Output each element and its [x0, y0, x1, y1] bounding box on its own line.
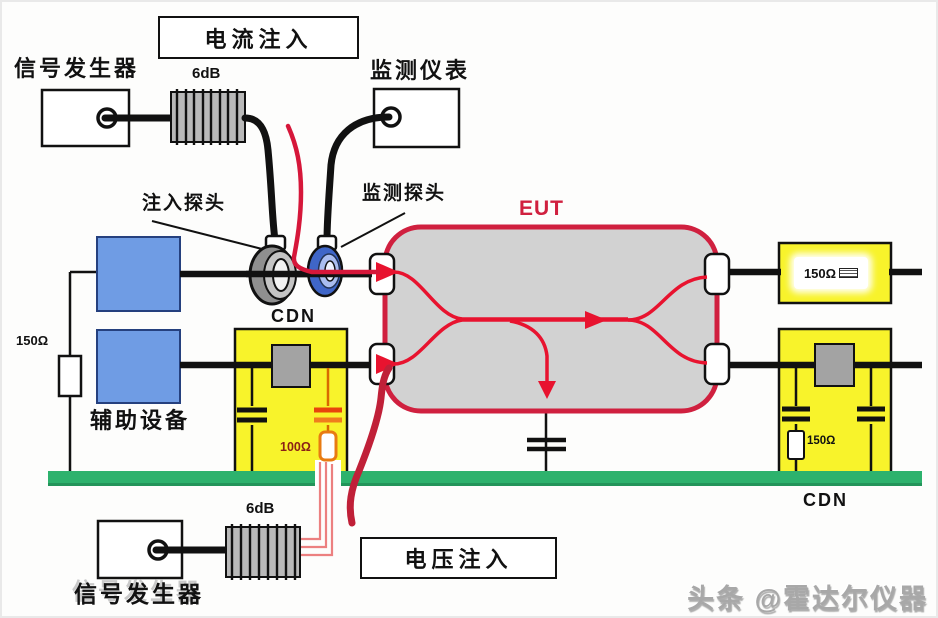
injection-probe-label: 注入探头	[142, 193, 227, 214]
cable-to-monitor-probe	[323, 113, 393, 244]
eut-path-out-top	[627, 275, 708, 322]
cdn-middle-capacitor	[237, 407, 267, 423]
cdn-right-resistor-150	[787, 430, 805, 460]
monitoring-instrument-label: 监测仪表	[370, 58, 471, 83]
eut-port-right-bottom	[703, 342, 731, 386]
arrow-down	[538, 381, 556, 399]
eut-ground-capacitor	[527, 437, 566, 452]
attenuator-top	[170, 91, 246, 143]
signal-generator-bottom-label: 信号发生器	[74, 581, 204, 607]
eut-path-in-bottom	[393, 318, 463, 366]
pink-wire-1	[300, 462, 322, 541]
monitoring-probe-label: 监测探头	[362, 183, 447, 204]
aux-equipment-box-top	[96, 236, 181, 312]
ground-plane	[48, 471, 922, 486]
monitor-probe-pointer	[340, 212, 406, 248]
voltage-injection-wires	[300, 462, 334, 557]
eut-path-down	[509, 319, 549, 384]
current-injection-signal-path	[285, 123, 381, 275]
eut-port-right-top	[703, 252, 731, 296]
signal-generator-top-label: 信号发生器	[14, 56, 140, 81]
arrow-port-top	[376, 262, 399, 282]
current-injection-title: 电流注入	[204, 26, 313, 52]
arrow-center	[585, 311, 607, 329]
eut-path-in-top	[393, 270, 463, 321]
cable-to-injection-probe	[241, 114, 279, 244]
current-injection-title-box: 电流注入	[158, 16, 359, 59]
cdn-right-choke	[814, 343, 855, 387]
attenuator-bottom	[225, 526, 301, 578]
attenuator-bottom-stripes	[230, 524, 297, 580]
attenuator-top-stripes	[175, 89, 239, 145]
arrow-port-bottom	[376, 354, 399, 374]
resistor-symbol-icon	[839, 268, 859, 278]
inline-resistor-label: 150Ω	[803, 265, 837, 281]
attenuator-top-label: 6dB	[192, 65, 221, 82]
inline-resistor-150: 150Ω	[794, 257, 868, 289]
auxiliary-equipment-label: 辅助设备	[90, 408, 191, 433]
voltage-injection-signal-path	[346, 364, 393, 527]
cdn-right-capacitor1	[782, 406, 810, 422]
attenuator-bottom-label: 6dB	[246, 500, 275, 517]
cdn-right-label: CDN	[803, 490, 848, 510]
injection-resistor-100	[318, 430, 338, 462]
injection-probe-pointer	[151, 220, 263, 250]
cdn-right-resistor-label: 150Ω	[807, 435, 836, 447]
eut-label: EUT	[519, 197, 564, 220]
cdn-middle-choke	[271, 344, 311, 388]
cdn-middle-label: CDN	[271, 306, 316, 326]
watermark: 头条 @霍达尔仪器	[687, 584, 928, 614]
left-resistor-label: 150Ω	[16, 333, 49, 348]
cdn-right-capacitor2	[857, 406, 885, 422]
eut-path-out-bottom	[627, 318, 708, 365]
pink-wire-2	[300, 462, 328, 549]
voltage-injection-title-box: 电压注入	[360, 537, 557, 579]
injection-resistor-label: 100Ω	[280, 440, 311, 454]
aux-equipment-box-bottom	[96, 329, 181, 404]
ground-plane-edge	[48, 483, 922, 486]
voltage-injection-title: 电压注入	[404, 547, 513, 572]
left-resistor	[57, 354, 83, 398]
pink-wire-3	[300, 464, 334, 557]
